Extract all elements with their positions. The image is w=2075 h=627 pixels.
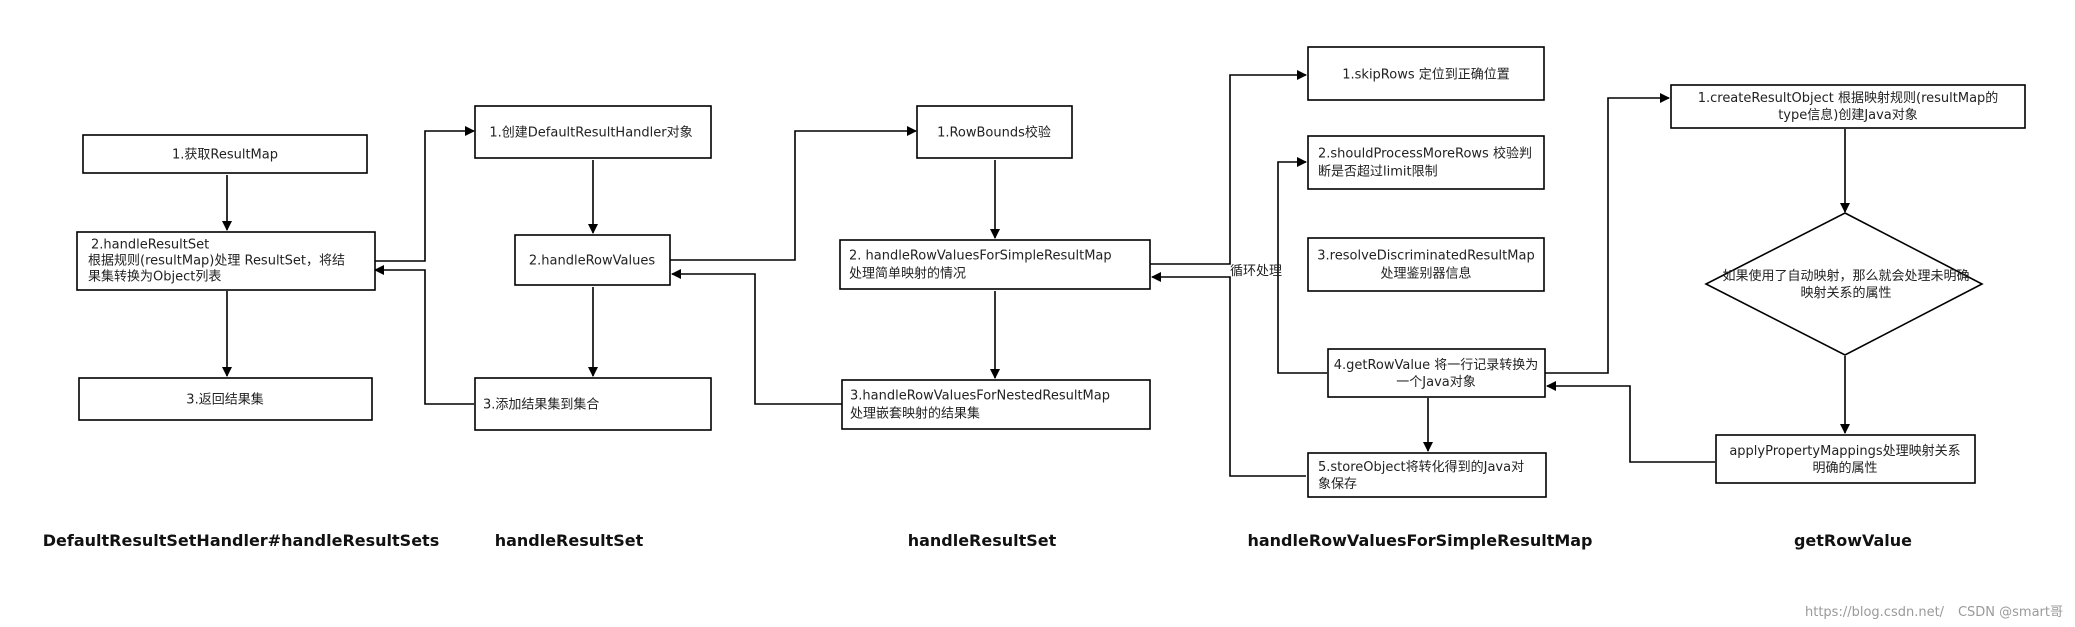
loop-label: 循环处理 — [1230, 264, 1282, 279]
svg-text:1.skipRows 定位到正确位置: 1.skipRows 定位到正确位置 — [1342, 68, 1510, 83]
svg-text:5.storeObject将转化得到的Java对象保存: 5.storeObject将转化得到的Java对象保存 — [1318, 459, 1524, 492]
box-text-line: type信息)创建Java对象 — [1778, 107, 1918, 123]
node-handle-row-values: 2.handleRowValues — [514, 234, 671, 286]
arrow-add-to-col1 — [374, 265, 474, 405]
watermark-url: https://blog.csdn.net/ — [1805, 605, 1945, 620]
arrow-store-to-simple — [1151, 272, 1306, 477]
arrow-col1-to-create — [375, 126, 475, 262]
column-title-1: DefaultResultSetHandler#handleResultSets — [43, 531, 439, 550]
box-text-line: applyPropertyMappings处理映射关系 — [1729, 443, 1960, 459]
box-text-line: 象保存 — [1318, 477, 1357, 492]
svg-text:2.handleRowValues: 2.handleRowValues — [529, 254, 655, 269]
box-text-line: 2.handleResultSet — [91, 238, 209, 253]
box-text-line: 如果使用了自动映射，那么就会处理未明确 — [1722, 268, 1969, 284]
column-title-3: handleResultSet — [908, 531, 1057, 550]
node-resolve-discriminated: 3.resolveDiscriminatedResultMap 处理鉴别器信息 — [1307, 237, 1545, 292]
box-text-line: 映射关系的属性 — [1800, 285, 1891, 301]
box-text-line: 根据规则(resultMap)处理 ResultSet，将结 — [88, 254, 345, 269]
connectors — [222, 70, 1850, 477]
node-rowbounds-check: 1.RowBounds校验 — [916, 105, 1073, 159]
box-text-line: 5.storeObject将转化得到的Java对 — [1318, 459, 1524, 475]
node-should-process: 2.shouldProcessMoreRows 校验判断是否超过limit限制 — [1307, 135, 1545, 190]
column-titles: DefaultResultSetHandler#handleResultSets… — [43, 531, 1912, 550]
column-title-5: getRowValue — [1794, 531, 1912, 550]
svg-text:1.createResultObject 根据映射规则(re: 1.createResultObject 根据映射规则(resultMap的ty… — [1698, 90, 1999, 123]
svg-text:1.创建DefaultResultHandler对象: 1.创建DefaultResultHandler对象 — [489, 126, 692, 141]
node-nested-resultmap: 3.handleRowValuesForNestedResultMap 处理嵌套映… — [841, 379, 1151, 430]
box-text-line: 处理简单映射的情况 — [849, 266, 966, 282]
svg-text:applyPropertyMappings处理映射关系明确的: applyPropertyMappings处理映射关系明确的属性 — [1729, 443, 1960, 476]
arrow-apply-to-getrow — [1546, 381, 1715, 463]
box-text-line: 断是否超过limit限制 — [1318, 165, 1438, 180]
node-get-row-value: 4.getRowValue 将一行记录转换为一个Java对象 — [1327, 348, 1546, 398]
node-get-resultmap: 1.获取ResultMap — [82, 134, 368, 174]
box-text-line: 处理鉴别器信息 — [1380, 266, 1471, 282]
arrow-loop-back — [1277, 157, 1327, 374]
node-apply-property-mappings: applyPropertyMappings处理映射关系明确的属性 — [1715, 434, 1976, 484]
box-text-line: 3.返回结果集 — [186, 392, 263, 408]
node-skip-rows: 1.skipRows 定位到正确位置 — [1307, 46, 1545, 101]
box-text-line: 处理嵌套映射的结果集 — [850, 406, 980, 422]
box-text-line: 2. handleRowValuesForSimpleResultMap — [849, 249, 1112, 264]
box-text-line: 1.skipRows 定位到正确位置 — [1342, 68, 1510, 83]
watermark: https://blog.csdn.net/ CSDN @smart哥 — [1805, 605, 2063, 620]
svg-text:如果使用了自动映射，那么就会处理未明确映射关系的属性: 如果使用了自动映射，那么就会处理未明确映射关系的属性 — [1722, 268, 1969, 301]
svg-text:1.获取ResultMap: 1.获取ResultMap — [172, 148, 278, 163]
box-text-line: 3.handleRowValuesForNestedResultMap — [850, 389, 1110, 404]
node-add-results: 3.添加结果集到集合 — [474, 377, 712, 431]
box-text-line: 1.创建DefaultResultHandler对象 — [489, 126, 692, 141]
svg-text:2. handleRowValuesForSimpleRes: 2. handleRowValuesForSimpleResultMap 处理简单… — [849, 249, 1112, 282]
box-text-line: 1.createResultObject 根据映射规则(resultMap的 — [1698, 90, 1999, 106]
box-text-line: 明确的属性 — [1812, 460, 1877, 476]
node-create-handler: 1.创建DefaultResultHandler对象 — [474, 105, 712, 159]
arrow-rowvalues-to-rowbounds — [670, 126, 917, 261]
box-text-line: 果集转换为Object列表 — [88, 269, 221, 285]
arrow-simple-to-skip — [1150, 70, 1307, 265]
node-store-object: 5.storeObject将转化得到的Java对象保存 — [1307, 452, 1547, 498]
box-text-line: 4.getRowValue 将一行记录转换为 — [1334, 358, 1539, 373]
svg-text:3.resolveDiscriminatedResultMa: 3.resolveDiscriminatedResultMap 处理鉴别器信息 — [1317, 249, 1534, 282]
column-title-2: handleResultSet — [495, 531, 644, 550]
svg-text:1.RowBounds校验: 1.RowBounds校验 — [937, 125, 1051, 141]
arrow-getrow-to-create — [1545, 93, 1670, 374]
box-text-line: 2.shouldProcessMoreRows 校验判 — [1318, 146, 1532, 162]
column-title-4: handleRowValuesForSimpleResultMap — [1247, 531, 1592, 550]
node-simple-resultmap: 2. handleRowValuesForSimpleResultMap 处理简单… — [839, 239, 1151, 290]
box-text-line: 3.resolveDiscriminatedResultMap — [1317, 249, 1534, 264]
box-text-line: 一个Java对象 — [1396, 375, 1475, 390]
svg-text:3.返回结果集: 3.返回结果集 — [186, 392, 263, 408]
arrow-nested-to-rowvalues — [671, 269, 842, 405]
watermark-credit: CSDN @smart哥 — [1958, 605, 2063, 620]
svg-text:3.handleRowValuesForNestedResu: 3.handleRowValuesForNestedResultMap 处理嵌套映… — [850, 389, 1110, 422]
box-text-line: 1.RowBounds校验 — [937, 125, 1051, 141]
box-text-line: 2.handleRowValues — [529, 254, 655, 269]
svg-text:4.getRowValue 将一行记录转换为一个Java对象: 4.getRowValue 将一行记录转换为一个Java对象 — [1334, 358, 1539, 390]
node-return-results: 3.返回结果集 — [78, 377, 373, 421]
svg-text:3.添加结果集到集合: 3.添加结果集到集合 — [483, 397, 599, 413]
box-text-line: 3.添加结果集到集合 — [483, 397, 599, 413]
svg-text:2.shouldProcessMoreRows 校验判断是否: 2.shouldProcessMoreRows 校验判断是否超过limit限制 — [1318, 146, 1532, 180]
box-text-line: 1.获取ResultMap — [172, 148, 278, 163]
node-auto-mapping-decision: 如果使用了自动映射，那么就会处理未明确映射关系的属性 — [1704, 212, 1984, 356]
